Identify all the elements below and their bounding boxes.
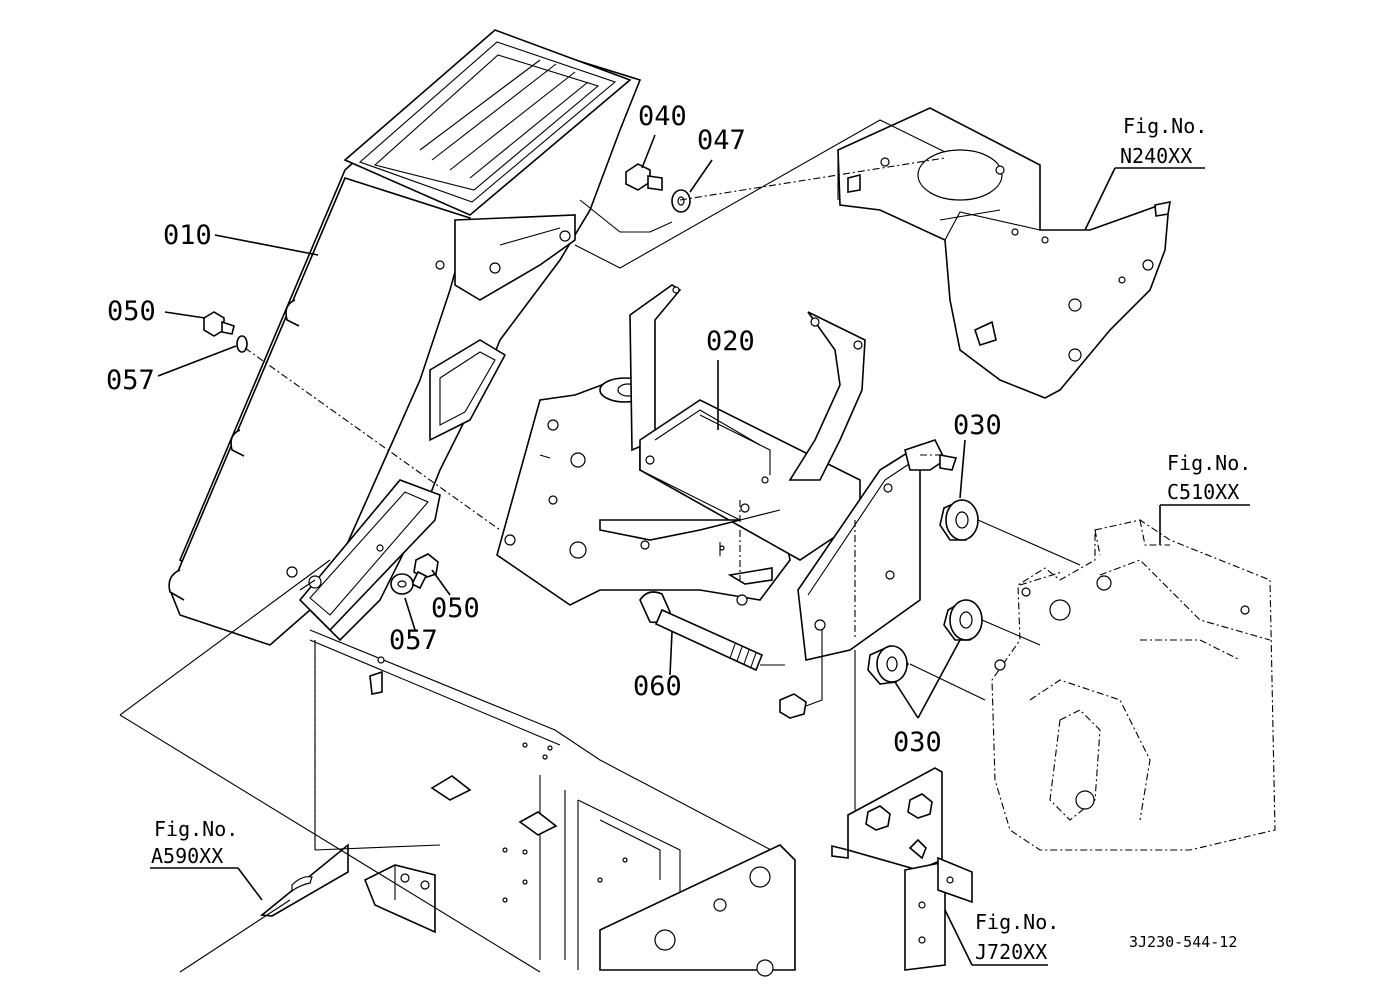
part-030-bushing-bottom bbox=[867, 645, 910, 685]
ref-part-j720-bracket bbox=[831, 767, 973, 971]
fig-ref-n240-title: Fig.No. bbox=[1123, 114, 1207, 138]
label-040: 040 bbox=[638, 101, 687, 132]
ref-part-c510 bbox=[991, 519, 1276, 851]
ref-part-a590-frame bbox=[259, 629, 796, 977]
fig-ref-c510-code: C510XX bbox=[1167, 480, 1239, 504]
label-020: 020 bbox=[706, 326, 755, 357]
label-030-top: 030 bbox=[953, 410, 1002, 441]
fig-ref-j720-title: Fig.No. bbox=[975, 910, 1059, 934]
bolt-050-right bbox=[410, 553, 439, 590]
figure-references: Fig.No. N240XX Fig.No. C510XX Fig.No. A5… bbox=[151, 114, 1251, 964]
label-057-right: 057 bbox=[389, 625, 438, 656]
fig-ref-n240-code: N240XX bbox=[1120, 144, 1192, 168]
label-057-left: 057 bbox=[106, 365, 155, 396]
ref-part-n240 bbox=[837, 107, 1171, 399]
fig-ref-c510-title: Fig.No. bbox=[1167, 451, 1251, 475]
part-030-bushing-top bbox=[939, 499, 979, 541]
label-047: 047 bbox=[697, 125, 746, 156]
part-020-support-bracket bbox=[496, 284, 958, 661]
callout-labels: 010 020 030 030 040 047 050 050 057 057 … bbox=[106, 101, 1002, 758]
bolt-040 bbox=[625, 163, 663, 191]
fig-ref-a590-code: A590XX bbox=[151, 844, 223, 868]
fig-ref-j720-code: J720XX bbox=[975, 940, 1047, 964]
fig-ref-a590-title: Fig.No. bbox=[154, 817, 238, 841]
label-010: 010 bbox=[163, 220, 212, 251]
small-bolt bbox=[779, 693, 807, 719]
drawing-code: 3J230-544-12 bbox=[1129, 933, 1237, 951]
washer-057-right bbox=[390, 573, 414, 595]
washer-057-left bbox=[236, 335, 248, 353]
leader-lines bbox=[119, 119, 1250, 973]
washer-047 bbox=[671, 189, 691, 213]
part-010-column-cover bbox=[168, 29, 642, 646]
part-060-long-bolt bbox=[639, 591, 764, 672]
label-030-bottom: 030 bbox=[893, 727, 942, 758]
label-050-left: 050 bbox=[107, 296, 156, 327]
label-060: 060 bbox=[633, 671, 682, 702]
part-030-bushing-middle bbox=[943, 598, 983, 641]
label-050-right: 050 bbox=[431, 593, 480, 624]
bolt-050-left bbox=[203, 311, 235, 337]
